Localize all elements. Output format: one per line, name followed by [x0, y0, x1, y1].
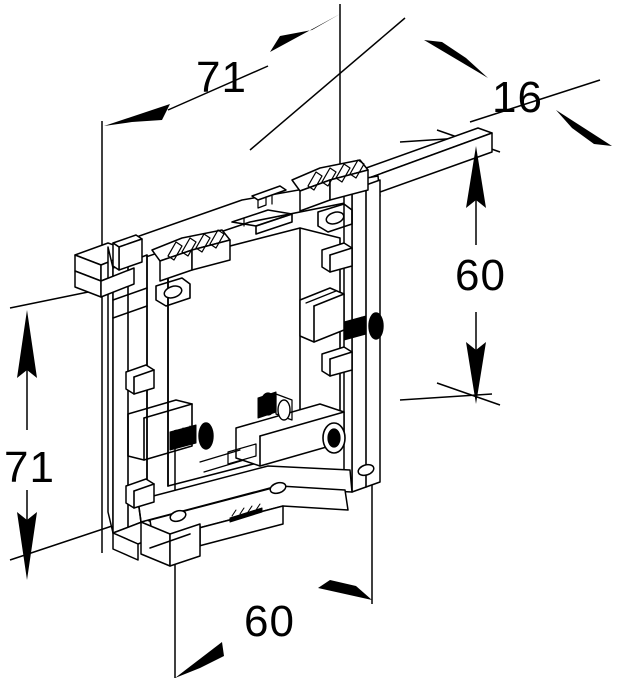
- dimension-height-right: 60: [455, 146, 506, 404]
- bottom-pivot-eyes: [169, 463, 375, 523]
- arrow-head-left: [104, 104, 170, 126]
- top-right-spring-clip: [251, 159, 369, 212]
- arrow-head-top: [17, 310, 37, 378]
- arrow-head-bottom: [17, 512, 37, 580]
- bottom-serrations: [229, 503, 263, 523]
- arrow-head-bottom: [466, 342, 486, 404]
- arrow-head-lower: [556, 110, 612, 146]
- arrow-head-top: [466, 146, 486, 208]
- left-side-tabs: [125, 364, 193, 509]
- dimension-label-height-right: 60: [455, 251, 506, 300]
- dimension-width-bottom: 60: [175, 580, 372, 678]
- dimension-label-width-top: 71: [196, 53, 247, 102]
- left-lower-screw: [169, 422, 214, 451]
- dimension-label-depth: 16: [492, 73, 543, 122]
- arrow-head-left: [175, 642, 224, 678]
- dimension-width-top: 71: [104, 14, 340, 126]
- arrow-head-right: [270, 14, 340, 52]
- right-rail-clips: [321, 242, 353, 377]
- dimension-height-left: 71: [4, 310, 55, 580]
- dimension-label-width-bottom: 60: [244, 597, 295, 646]
- centre-clamp-assembly: [199, 391, 346, 473]
- arrow-head-right: [318, 580, 372, 600]
- top-centre-bridge: [231, 209, 293, 235]
- mounting-frame-body: [74, 127, 493, 567]
- right-upper-screw-boss: [299, 287, 384, 343]
- left-pivot-eye: [155, 277, 191, 307]
- upper-right-pivot-eye: [317, 203, 353, 233]
- dimension-label-height-left: 71: [4, 443, 55, 492]
- upper-left-spring-clip: [112, 229, 231, 282]
- dimension-depth-top-right: 16: [424, 40, 612, 146]
- arrow-head-upper: [424, 40, 488, 78]
